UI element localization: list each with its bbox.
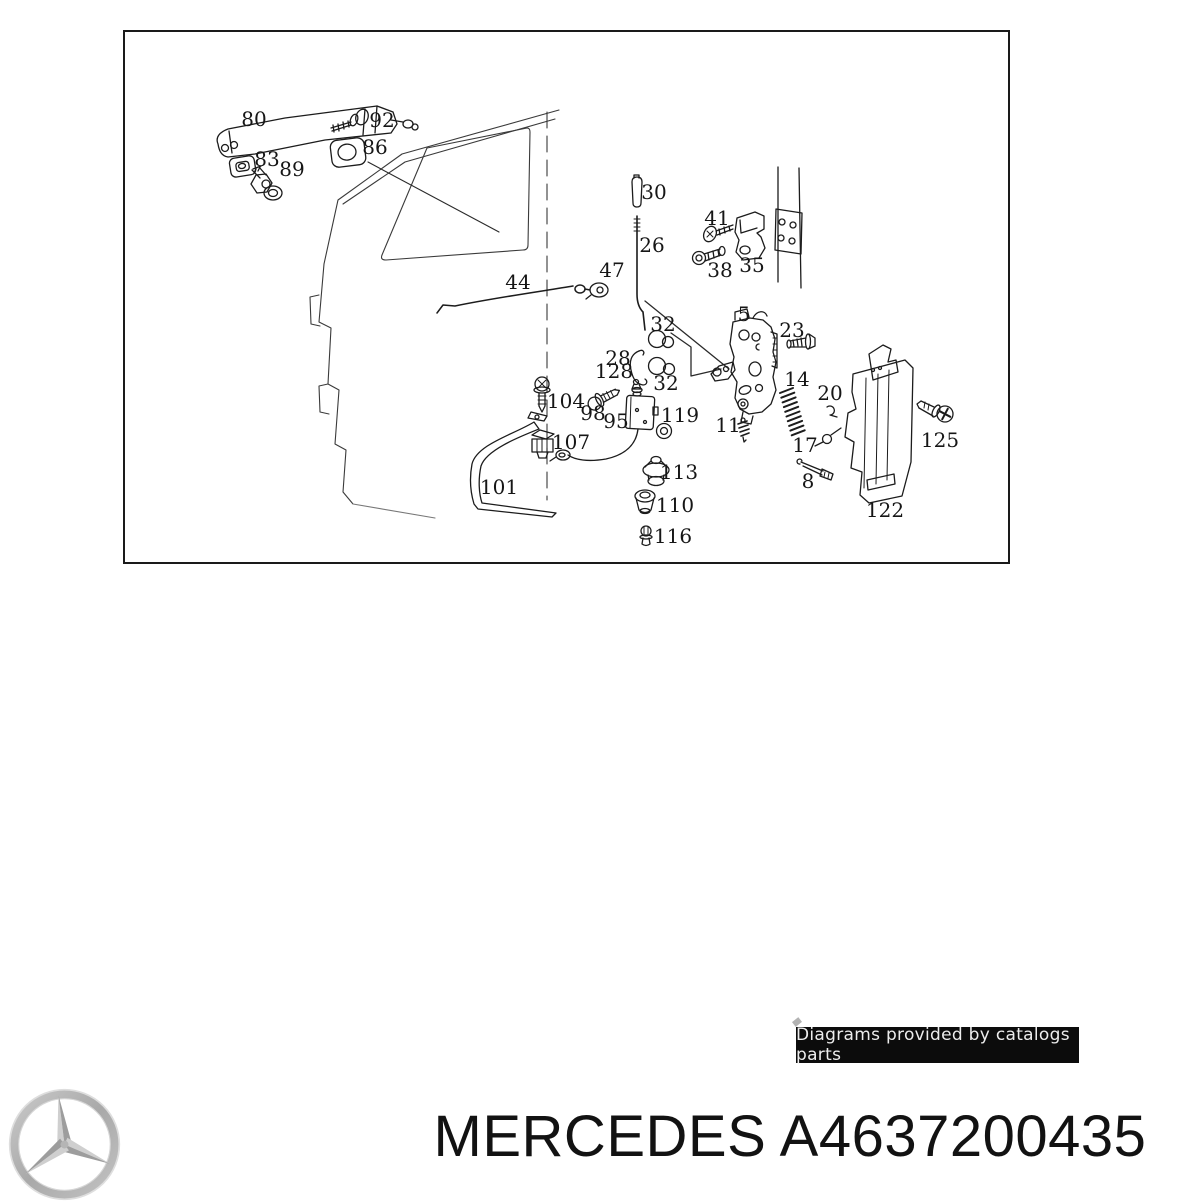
part-label-125: 125 xyxy=(920,428,960,452)
part-125-screw xyxy=(916,400,954,423)
part-98-screw xyxy=(587,388,621,411)
part-label-110: 110 xyxy=(655,493,695,517)
part-113-grommet xyxy=(642,455,670,487)
door-outline xyxy=(309,109,560,519)
part-23-screw xyxy=(786,333,816,350)
part-label-86: 86 xyxy=(362,135,388,159)
page-title: MERCEDES A4637200435 xyxy=(433,1104,1147,1169)
part-label-32: 32 xyxy=(653,371,679,395)
leader-lines xyxy=(644,300,730,377)
part-label-101: 101 xyxy=(479,475,519,499)
part-30-lock-knob xyxy=(631,174,643,208)
watermark-badge: Diagrams provided by catalogs parts xyxy=(796,1025,1079,1065)
part-47-rod-eyelet xyxy=(585,282,609,300)
part-92-screw xyxy=(330,108,369,133)
part-119-grommet xyxy=(655,422,673,440)
part-80-door-handle xyxy=(216,105,419,158)
part-26-lock-rod xyxy=(633,215,646,331)
part-11-spring-pin xyxy=(737,417,750,443)
part-107-clip xyxy=(531,429,555,459)
part-label-14: 14 xyxy=(784,367,810,391)
part-label-83: 83 xyxy=(254,147,280,171)
part-label-47: 47 xyxy=(599,258,625,282)
part-label-119: 119 xyxy=(660,403,700,427)
part-122-carrier-panel xyxy=(844,344,914,504)
part-14-spring xyxy=(779,387,806,437)
part-28-clip xyxy=(629,349,648,386)
part-label-89: 89 xyxy=(279,157,305,181)
part-label-41: 41 xyxy=(704,206,730,230)
part-86-gasket xyxy=(329,137,367,168)
part-label-116: 116 xyxy=(653,524,693,548)
part-89-bolt xyxy=(250,165,283,201)
part-41-screw xyxy=(702,224,734,243)
part-label-35: 35 xyxy=(739,253,765,277)
part-label-8: 8 xyxy=(801,469,815,493)
part-label-26: 26 xyxy=(639,233,665,257)
part-label-113: 113 xyxy=(659,460,699,484)
part-35-bracket xyxy=(734,211,766,261)
part-label-122: 122 xyxy=(865,498,905,522)
door-lock-exploded-diagram xyxy=(216,105,954,547)
part-label-95: 95 xyxy=(603,409,629,433)
part-83-gasket xyxy=(228,155,257,178)
pillar-strip xyxy=(774,166,803,289)
part-8-pin xyxy=(796,458,834,481)
part-32-bushing-upper xyxy=(647,329,675,349)
part-110-grommet xyxy=(634,489,656,515)
part-label-17: 17 xyxy=(792,433,818,457)
part-label-5: 5 xyxy=(737,302,751,326)
part-32-bushing-lower xyxy=(647,356,676,376)
part-label-92: 92 xyxy=(369,108,395,132)
part-label-128: 128 xyxy=(594,359,634,383)
part-label-98: 98 xyxy=(580,401,606,425)
part-38-bolt xyxy=(691,245,726,266)
mercedes-star-logo xyxy=(8,1088,121,1201)
part-label-107: 107 xyxy=(551,430,591,454)
part-label-80: 80 xyxy=(241,107,267,131)
watermark-badge-text: Diagrams provided by catalogs parts xyxy=(796,1025,1070,1065)
part-label-104: 104 xyxy=(546,389,586,413)
part-95-actuator xyxy=(549,378,659,462)
part-5-door-lock xyxy=(710,308,778,425)
part-20-clip xyxy=(826,405,838,418)
part-116-plug xyxy=(639,525,653,547)
part-label-44: 44 xyxy=(505,270,531,294)
part-label-30: 30 xyxy=(641,180,667,204)
part-label-11: 11 xyxy=(715,413,741,437)
part-44-connecting-rod xyxy=(436,284,591,314)
part-17-clip xyxy=(814,427,842,447)
part-104-screw xyxy=(533,376,551,413)
part-label-23: 23 xyxy=(779,318,805,342)
part-label-38: 38 xyxy=(707,258,733,282)
part-label-28: 28 xyxy=(605,346,631,370)
part-label-32: 32 xyxy=(650,312,676,336)
part-101-bracket xyxy=(469,411,557,518)
part-label-20: 20 xyxy=(817,381,843,405)
